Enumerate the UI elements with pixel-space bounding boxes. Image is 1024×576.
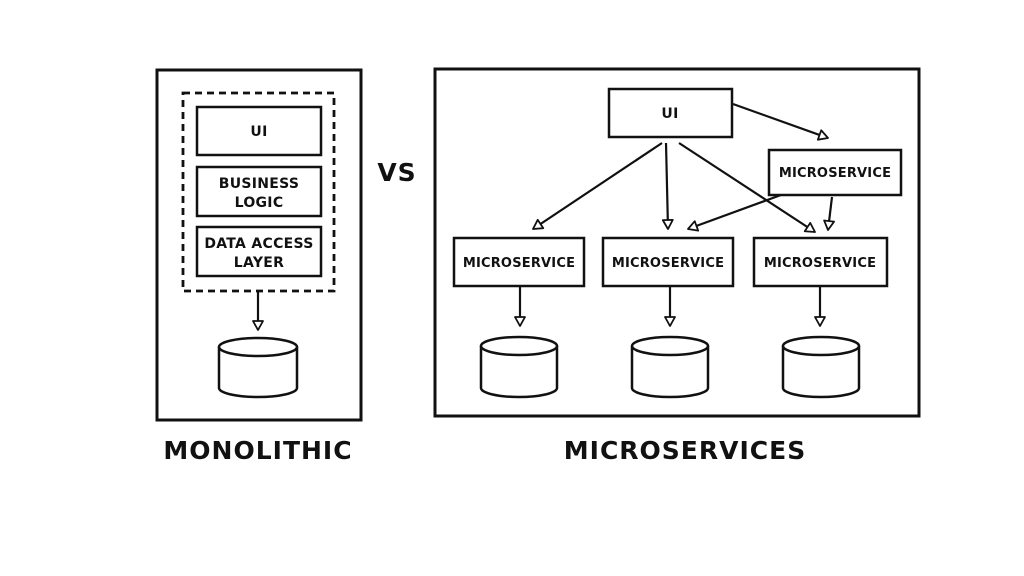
- monolithic-data-access-label-line2: LAYER: [234, 255, 284, 271]
- top-microservice-label: MICROSERVICE: [779, 166, 891, 181]
- arrow-top-service-to-service-3: [823, 196, 835, 231]
- microservice-label-3: MICROSERVICE: [764, 256, 876, 271]
- monolithic-data-access-label-line1: DATA ACCESS: [204, 236, 313, 252]
- arrow-ui-to-service-3: [678, 142, 816, 233]
- microservices-caption: MICROSERVICES: [564, 436, 806, 465]
- arrow-ui-to-service-2: [661, 142, 674, 230]
- microservice-label-1: MICROSERVICE: [463, 256, 575, 271]
- database-icon-1: [479, 335, 559, 399]
- monolithic-business-label-line2: LOGIC: [235, 195, 284, 211]
- vs-label: VS: [377, 158, 416, 187]
- monolithic-data-access-layer: [195, 225, 323, 278]
- microservice-box-2: [601, 236, 735, 288]
- arrow-ui-to-top-service: [732, 102, 829, 141]
- top-microservice-box: [767, 148, 903, 197]
- monolithic-database-icon: [217, 336, 299, 399]
- monolithic-frame: [155, 68, 363, 422]
- database-icon-3: [781, 335, 861, 399]
- arrow-ui-to-service-1: [532, 142, 663, 230]
- monolithic-business-logic-layer: [195, 165, 323, 218]
- monolithic-business-label-line1: BUSINESS: [219, 176, 300, 192]
- database-icon-2: [630, 335, 710, 399]
- microservice-label-2: MICROSERVICE: [612, 256, 724, 271]
- monolithic-caption: MONOLITHIC: [163, 436, 352, 465]
- microservices-ui-box: [607, 87, 734, 139]
- microservices-frame: [433, 67, 921, 418]
- microservice-box-1: [452, 236, 586, 288]
- monolithic-ui-layer: [195, 105, 323, 157]
- arrow-top-service-to-service-2: [687, 193, 782, 232]
- microservice-box-3: [752, 236, 889, 288]
- microservices-ui-label: UI: [661, 106, 678, 122]
- monolithic-ui-label: UI: [250, 124, 267, 140]
